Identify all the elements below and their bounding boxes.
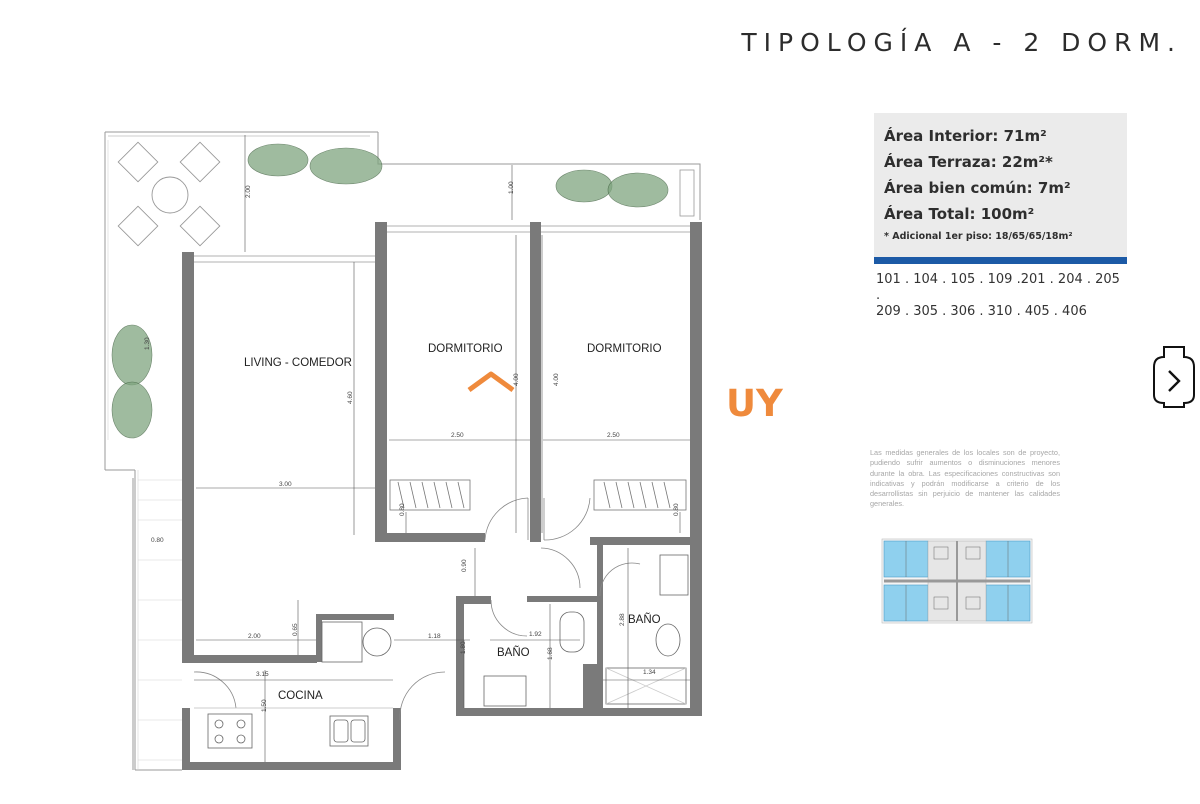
dim-4-00-b: 4.00 <box>553 373 560 386</box>
dim-2-00-living: 2.00 <box>248 633 261 640</box>
dim-4-00-a: 4.00 <box>513 373 520 386</box>
dim-1-30: 1.30 <box>144 337 151 350</box>
dim-1-18: 1.18 <box>428 633 441 640</box>
area-note: * Adicional 1er piso: 18/65/65/18m² <box>884 231 1073 242</box>
dim-0-65: 0.65 <box>292 623 299 636</box>
room-label-bano-2: BAÑO <box>628 613 661 626</box>
dim-3-15: 3.15 <box>256 671 269 678</box>
dim-1-80: 1.80 <box>460 641 467 654</box>
dim-3-00: 3.00 <box>279 481 292 488</box>
house-roof-icon <box>467 371 515 393</box>
dim-terrace-1-00: 1.00 <box>508 181 515 194</box>
next-button[interactable] <box>1152 345 1196 409</box>
dim-0-80-dorm-1: 0.80 <box>399 503 406 516</box>
area-interior: Área Interior: 71m² <box>884 127 1047 145</box>
dim-2-88: 2.88 <box>619 613 626 626</box>
area-total: Área Total: 100m² <box>884 205 1035 223</box>
room-label-living: LIVING - COMEDOR <box>244 357 352 369</box>
dim-0-90: 0.90 <box>461 559 468 572</box>
room-label-dorm-2: DORMITORIO <box>587 343 662 355</box>
key-plan <box>881 538 1033 624</box>
dim-0-80-left: 0.80 <box>151 537 164 544</box>
dim-0-80-dorm-2: 0.80 <box>673 503 680 516</box>
dim-4-60: 4.60 <box>347 391 354 404</box>
area-bien-comun: Área bien común: 7m² <box>884 179 1071 197</box>
area-terraza: Área Terraza: 22m²* <box>884 153 1053 171</box>
dim-1-68: 1.68 <box>547 647 554 660</box>
area-info-box: Área Interior: 71m² Área Terraza: 22m²* … <box>874 113 1127 257</box>
room-label-cocina: COCINA <box>278 690 323 702</box>
chevron-right-icon <box>1153 346 1195 408</box>
accent-divider <box>874 257 1127 264</box>
plants <box>111 143 669 439</box>
dim-1-34: 1.34 <box>643 669 656 676</box>
dim-2-50-a: 2.50 <box>451 432 464 439</box>
room-label-dorm-1: DORMITORIO <box>428 343 503 355</box>
floor-plan: LIVING - COMEDOR DORMITORIO DORMITORIO C… <box>104 131 702 771</box>
dim-1-50: 1.50 <box>261 699 268 712</box>
dim-1-92: 1.92 <box>529 631 542 638</box>
unit-numbers-line-1: 101 . 104 . 105 . 109 .201 . 204 . 205 . <box>876 272 1120 303</box>
disclaimer-text: Las medidas generales de los locales son… <box>870 448 1060 509</box>
unit-numbers: 101 . 104 . 105 . 109 .201 . 204 . 205 .… <box>876 272 1126 320</box>
page-title: TIPOLOGÍA A - 2 DORM. <box>741 28 1182 57</box>
room-label-bano-1: BAÑO <box>497 646 530 659</box>
watermark-suffix: UY <box>726 382 783 425</box>
terrace-furniture <box>117 141 221 247</box>
unit-numbers-line-2: 209 . 305 . 306 . 310 . 405 . 406 <box>876 304 1087 319</box>
dim-2-50-b: 2.50 <box>607 432 620 439</box>
dim-terrace-2-00: 2.00 <box>245 185 252 198</box>
